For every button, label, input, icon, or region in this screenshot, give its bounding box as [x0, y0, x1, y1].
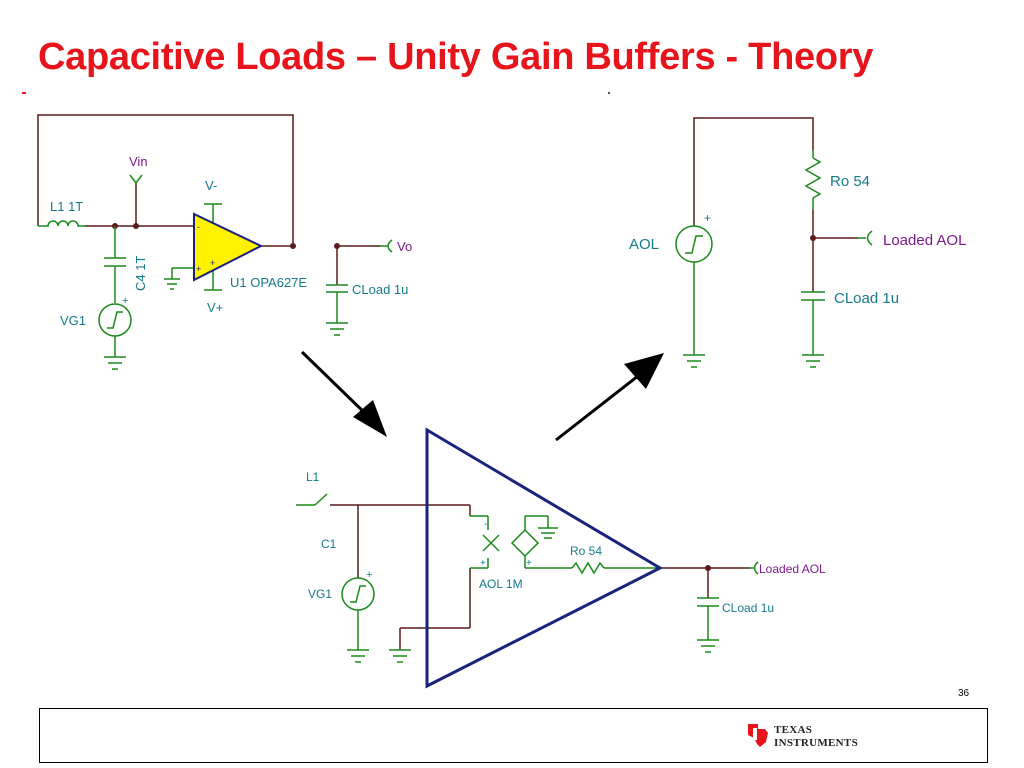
ti-wordmark-line1: Texas [774, 724, 813, 736]
aol-minus: - [484, 519, 487, 530]
slide-title: Capacitive Loads – Unity Gain Buffers - … [38, 36, 874, 78]
ro-label: Ro 54 [570, 544, 602, 558]
left-circuit: - + + Vin L1 1T C4 1T + VG1 V- V+ U1 OPA… [37, 114, 412, 370]
switch-l1 [314, 493, 328, 506]
title-tick-left [22, 92, 26, 94]
loaded-aol-probe [858, 230, 873, 246]
opamp-u1 [193, 212, 264, 282]
cload-label: CLoad 1u [722, 601, 774, 615]
source-plus: + [526, 558, 532, 569]
arrow-head-down [353, 400, 387, 437]
cload-label: CLoad 1u [352, 282, 408, 297]
node-dot [334, 243, 340, 249]
node-dot [290, 243, 296, 249]
title-tick-right [608, 92, 610, 94]
footer-bar [39, 708, 988, 763]
ro-label: Ro 54 [830, 173, 870, 190]
amplifier-triangle [425, 427, 664, 689]
opamp-minus-label: - [197, 222, 200, 232]
aol-label: AOL 1M [479, 577, 523, 591]
ti-wordmark: Texas Instruments [774, 724, 858, 750]
node-dot [133, 223, 139, 229]
loaded-aol-label: Loaded AOL [883, 232, 966, 249]
u1-label: U1 OPA627E [230, 275, 307, 290]
arrow-head-up [624, 353, 664, 389]
inductor-l1 [38, 220, 85, 227]
vg1-label: VG1 [60, 313, 86, 328]
vin-probe [129, 174, 143, 185]
resistor-ro [571, 561, 605, 575]
loaded-aol-label: Loaded AOL [759, 562, 826, 576]
vg1-label: VG1 [308, 587, 332, 601]
l1-label: L1 1T [50, 199, 83, 214]
aol-plus: + [480, 558, 486, 569]
bottom-circuit: L1 C1 + VG1 - + + AOL 1M Ro 54 Loaded AO… [296, 427, 826, 689]
ti-state-icon [748, 724, 768, 747]
vg1-plus: + [122, 295, 128, 307]
vg1-plus: + [366, 569, 372, 581]
vo-probe [380, 239, 393, 253]
c4-label: C4 1T [133, 256, 148, 291]
node-dot [705, 565, 711, 571]
opamp-plus-label-2: + [210, 258, 215, 268]
opamp-plus-label: + [196, 264, 201, 274]
loaded-aol-probe [750, 561, 759, 575]
aol-plus: + [704, 211, 711, 225]
vin-label: Vin [129, 154, 148, 169]
vplus-label: V+ [207, 300, 223, 315]
dependent-source [510, 528, 540, 558]
aol-label: AOL [629, 236, 659, 253]
ti-wordmark-line2: Instruments [774, 737, 858, 749]
cload-label: CLoad 1u [834, 290, 899, 307]
ti-logo: Texas Instruments [744, 720, 884, 754]
page-number: 36 [958, 688, 970, 699]
vminus-label: V- [205, 178, 217, 193]
left-wires [37, 114, 380, 285]
vo-label: Vo [397, 239, 412, 254]
node-dot [810, 235, 816, 241]
c1-label: C1 [321, 537, 337, 551]
l1-label: L1 [306, 470, 320, 484]
resistor-ro [804, 157, 822, 199]
right-circuit: + AOL Ro 54 Loaded AOL CLoad 1u [629, 117, 966, 368]
flow-arrows [300, 350, 664, 442]
